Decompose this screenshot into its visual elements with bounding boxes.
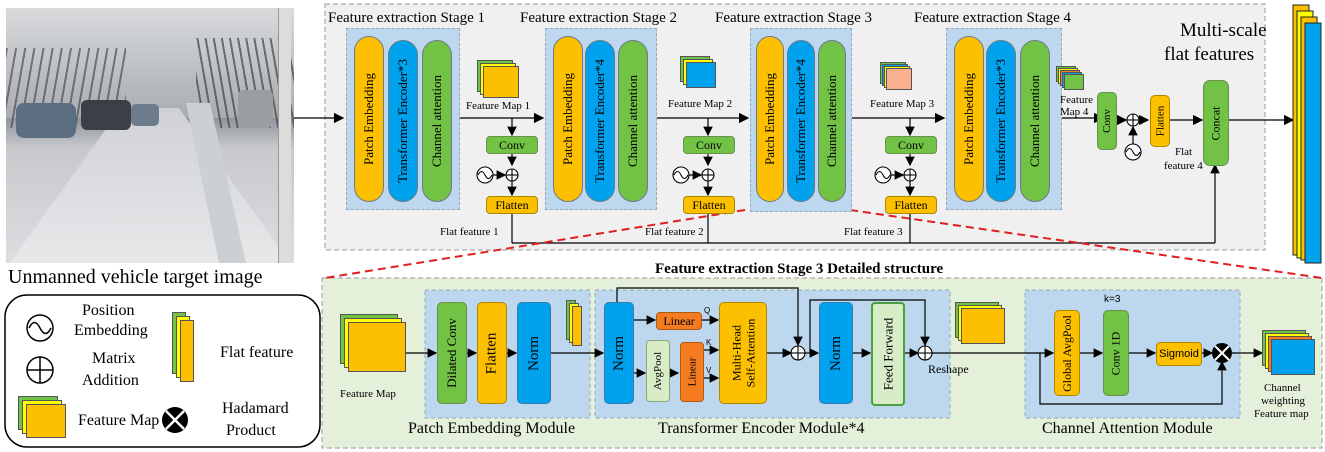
reshape-label: Reshape <box>928 362 969 376</box>
attention-gap: Global AvgPool <box>1054 310 1080 396</box>
encoder-linear-kv: Linear <box>680 342 704 402</box>
legend-pos-2: Embedding <box>74 322 148 339</box>
legend-box <box>4 294 321 448</box>
detail-plus-icons <box>790 345 933 361</box>
legend-pos-1: Position <box>82 302 135 319</box>
encoder-linear-q: Linear <box>656 312 702 330</box>
stage2-channel-attention: Channel attention <box>618 40 648 202</box>
stage4-flatten: Flatten <box>1150 95 1170 147</box>
encoder-norm1: Norm <box>604 302 634 404</box>
stage4-patch-embedding: Patch Embedding <box>954 36 984 202</box>
legend-map-label: Feature Map <box>78 412 160 429</box>
output-label-1: Channel <box>1264 382 1301 394</box>
multiscale-stack <box>1292 4 1322 264</box>
transformer-module-caption: Transformer Encoder Module*4 <box>658 420 865 437</box>
detail-title: Feature extraction Stage 3 Detailed stru… <box>655 261 944 277</box>
stage1-map-label: Feature Map 1 <box>466 100 531 112</box>
legend-flat-label: Flat feature <box>220 344 294 361</box>
stage3-title: Feature extraction Stage 3 <box>715 10 873 26</box>
vehicle-photo <box>6 8 294 263</box>
stage3-transformer-encoder: Transformer Encoder*4 <box>787 40 815 202</box>
stage4-map-label-2: Map 4 <box>1060 106 1089 118</box>
stage1-channel-attention: Channel attention <box>422 40 452 202</box>
photo-caption: Unmanned vehicle target image <box>8 266 263 288</box>
multiscale-label-2: flat features <box>1164 44 1255 65</box>
stage4-channel-attention: Channel attention <box>1020 40 1050 202</box>
stage3-flat-label: Flat feature 3 <box>844 226 903 238</box>
multiscale-label-1: Multi-scale <box>1180 20 1267 41</box>
stage2-transformer-encoder: Transformer Encoder*4 <box>585 40 615 202</box>
plus-icon <box>505 113 1140 182</box>
stage4-flat-label-2: feature 4 <box>1164 160 1203 172</box>
stage4-title: Feature extraction Stage 4 <box>914 10 1072 26</box>
attention-sigmoid: Sigmoid <box>1156 342 1202 366</box>
stage2-flatten: Flatten <box>683 196 735 214</box>
legend-plus-icon <box>26 356 54 384</box>
legend-had-1: Hadamard <box>222 400 289 417</box>
legend-hadamard-icon <box>162 407 188 433</box>
stage4-transformer-encoder: Transformer Encoder*3 <box>986 40 1016 202</box>
attention-module-caption: Channel Attention Module <box>1042 420 1213 437</box>
patch-module-caption: Patch Embedding Module <box>408 420 576 437</box>
legend-add-2: Addition <box>82 372 139 389</box>
encoder-avgpool: AvgPool <box>646 340 670 402</box>
detail-input-map-label: Feature Map <box>340 388 396 400</box>
stage1-transformer-encoder: Transformer Encoder*3 <box>388 40 418 202</box>
legend-had-2: Product <box>226 422 276 439</box>
stage3-flatten: Flatten <box>885 196 937 214</box>
encoder-k-label: K <box>706 338 712 347</box>
stage2-flat-label: Flat feature 2 <box>645 226 704 238</box>
encoder-q-label: Q <box>704 306 711 315</box>
attention-conv1d: Conv 1D <box>1103 310 1129 396</box>
legend-sine-icon <box>26 314 54 342</box>
concat-block: Concat <box>1203 80 1229 166</box>
sine-icon <box>476 143 1142 184</box>
stage2-title: Feature extraction Stage 2 <box>520 10 678 26</box>
stage1-patch-embedding: Patch Embedding <box>354 36 384 202</box>
detail-flatten: Flatten <box>477 302 507 404</box>
stage3-map-label: Feature Map 3 <box>870 98 935 110</box>
hadamard-icon <box>1212 343 1232 363</box>
stage1-conv: Conv <box>486 136 538 154</box>
stage4-map-label-1: Feature <box>1060 94 1093 106</box>
stage4-flat-label-1: Flat <box>1175 146 1193 158</box>
stage1-flat-label: Flat feature 1 <box>440 226 499 238</box>
encoder-mhsa: Multi-Head Self-Attention <box>719 302 767 404</box>
legend-add-1: Matrix <box>92 350 136 367</box>
stage3-patch-embedding: Patch Embedding <box>756 36 784 202</box>
detail-norm1: Norm <box>517 302 551 404</box>
stage3-channel-attention: Channel attention <box>818 40 846 202</box>
stage2-conv: Conv <box>683 136 735 154</box>
stage1-flatten: Flatten <box>486 196 538 214</box>
encoder-v-label: V <box>706 366 712 375</box>
output-label-2: weighting <box>1261 395 1305 407</box>
attention-k-label: k=3 <box>1104 294 1121 305</box>
stage3-conv: Conv <box>885 136 937 154</box>
stage4-conv: Conv <box>1097 92 1117 150</box>
detail-dilated-conv: Dilated Conv <box>437 302 467 404</box>
encoder-feed-forward: Feed Forward <box>871 302 905 406</box>
stage1-title: Feature extraction Stage 1 <box>328 10 486 26</box>
stage2-map-label: Feature Map 2 <box>668 98 733 110</box>
encoder-norm2: Norm <box>819 302 853 404</box>
stage2-patch-embedding: Patch Embedding <box>553 36 583 202</box>
output-label-3: Feature map <box>1254 408 1309 420</box>
